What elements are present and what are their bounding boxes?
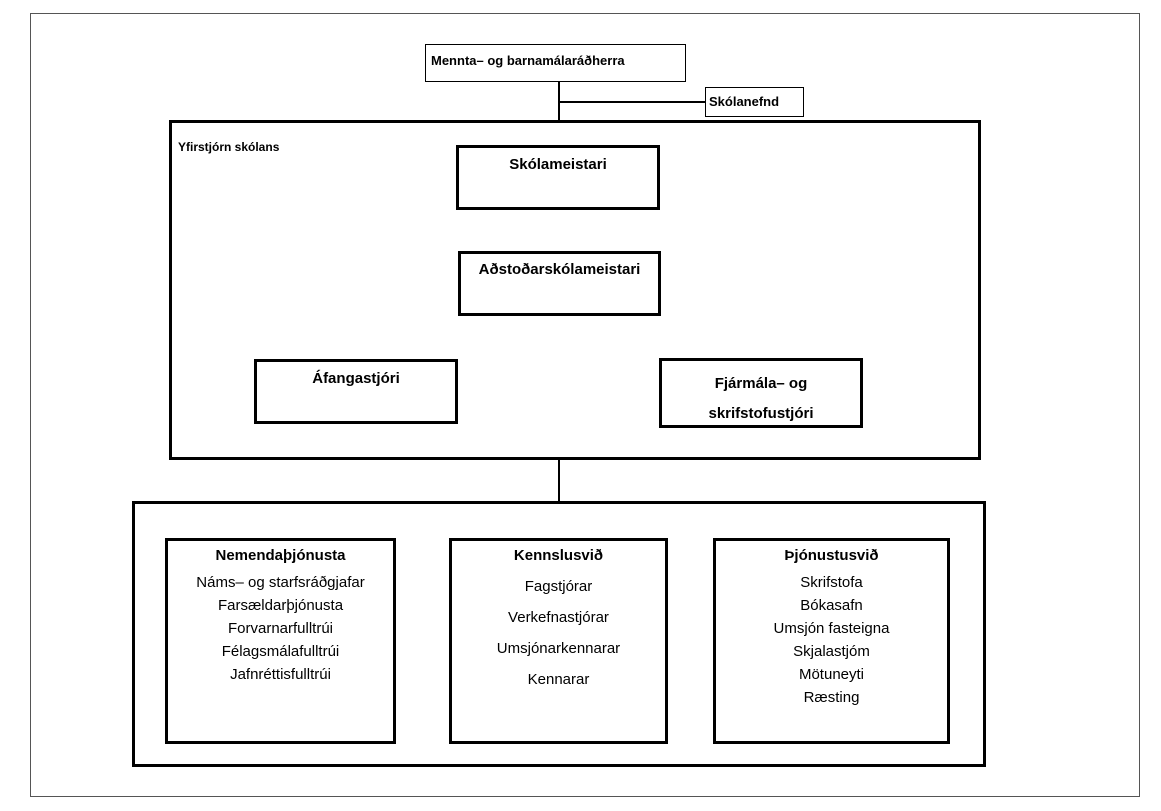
department-item: Skrifstofa bbox=[800, 574, 863, 591]
department-item: Farsældarþjónusta bbox=[217, 597, 344, 614]
headmaster-box: Skólameistari bbox=[456, 145, 660, 210]
department-title: Kennslusvið bbox=[513, 547, 604, 564]
department-item: Fagstjórar bbox=[524, 578, 593, 595]
department-title: Nemendaþjónusta bbox=[215, 547, 346, 564]
department-item: Skjalastjóm bbox=[793, 643, 870, 660]
school-board-label: Skólanefnd bbox=[709, 94, 780, 109]
finance-director-box: Fjármála– og skrifstofustjóri bbox=[659, 358, 863, 428]
department-item: Verkefnastjórar bbox=[508, 609, 609, 626]
department-services: Þjónustusvið Skrifstofa Bókasafn Umsjón … bbox=[713, 538, 950, 744]
department-item: Kennarar bbox=[527, 671, 590, 688]
department-item: Bókasafn bbox=[800, 597, 863, 614]
department-item: Náms– og starfsráðgjafar bbox=[196, 574, 365, 591]
department-item: Umsjónarkennarar bbox=[496, 640, 621, 657]
deputy-headmaster-label: Aðstoðarskólameistari bbox=[478, 261, 641, 278]
department-item: Umsjón fasteigna bbox=[773, 620, 890, 637]
department-item: Jafnréttisfulltrúi bbox=[230, 666, 331, 683]
diagram-frame bbox=[30, 13, 1140, 797]
minister-label: Mennta– og barnamálaráðherra bbox=[431, 53, 625, 68]
management-group-label: Yfirstjórn skólans bbox=[178, 140, 280, 154]
connector-school-board bbox=[558, 101, 706, 103]
finance-director-label-line1: Fjármála– og bbox=[714, 375, 808, 392]
department-item: Mötuneyti bbox=[798, 666, 865, 683]
department-item: Félagsmálafulltrúi bbox=[221, 643, 340, 660]
department-teaching: Kennslusvið Fagstjórar Verkefnastjórar U… bbox=[449, 538, 668, 744]
department-item: Forvarnarfulltrúi bbox=[227, 620, 334, 637]
connector-minister-headmaster bbox=[558, 80, 560, 146]
finance-director-label-line2: skrifstofustjóri bbox=[708, 405, 814, 422]
department-title: Þjónustusvið bbox=[784, 547, 879, 564]
department-student-services: Nemendaþjónusta Náms– og starfsráðgjafar… bbox=[165, 538, 396, 744]
course-director-box: Áfangastjóri bbox=[254, 359, 458, 424]
headmaster-label: Skólameistari bbox=[509, 156, 607, 173]
department-item: Ræsting bbox=[803, 689, 860, 706]
course-director-label: Áfangastjóri bbox=[312, 370, 400, 387]
deputy-headmaster-box: Aðstoðarskólameistari bbox=[458, 251, 661, 316]
minister-box: Mennta– og barnamálaráðherra bbox=[425, 44, 686, 82]
school-board-box: Skólanefnd bbox=[705, 87, 804, 117]
